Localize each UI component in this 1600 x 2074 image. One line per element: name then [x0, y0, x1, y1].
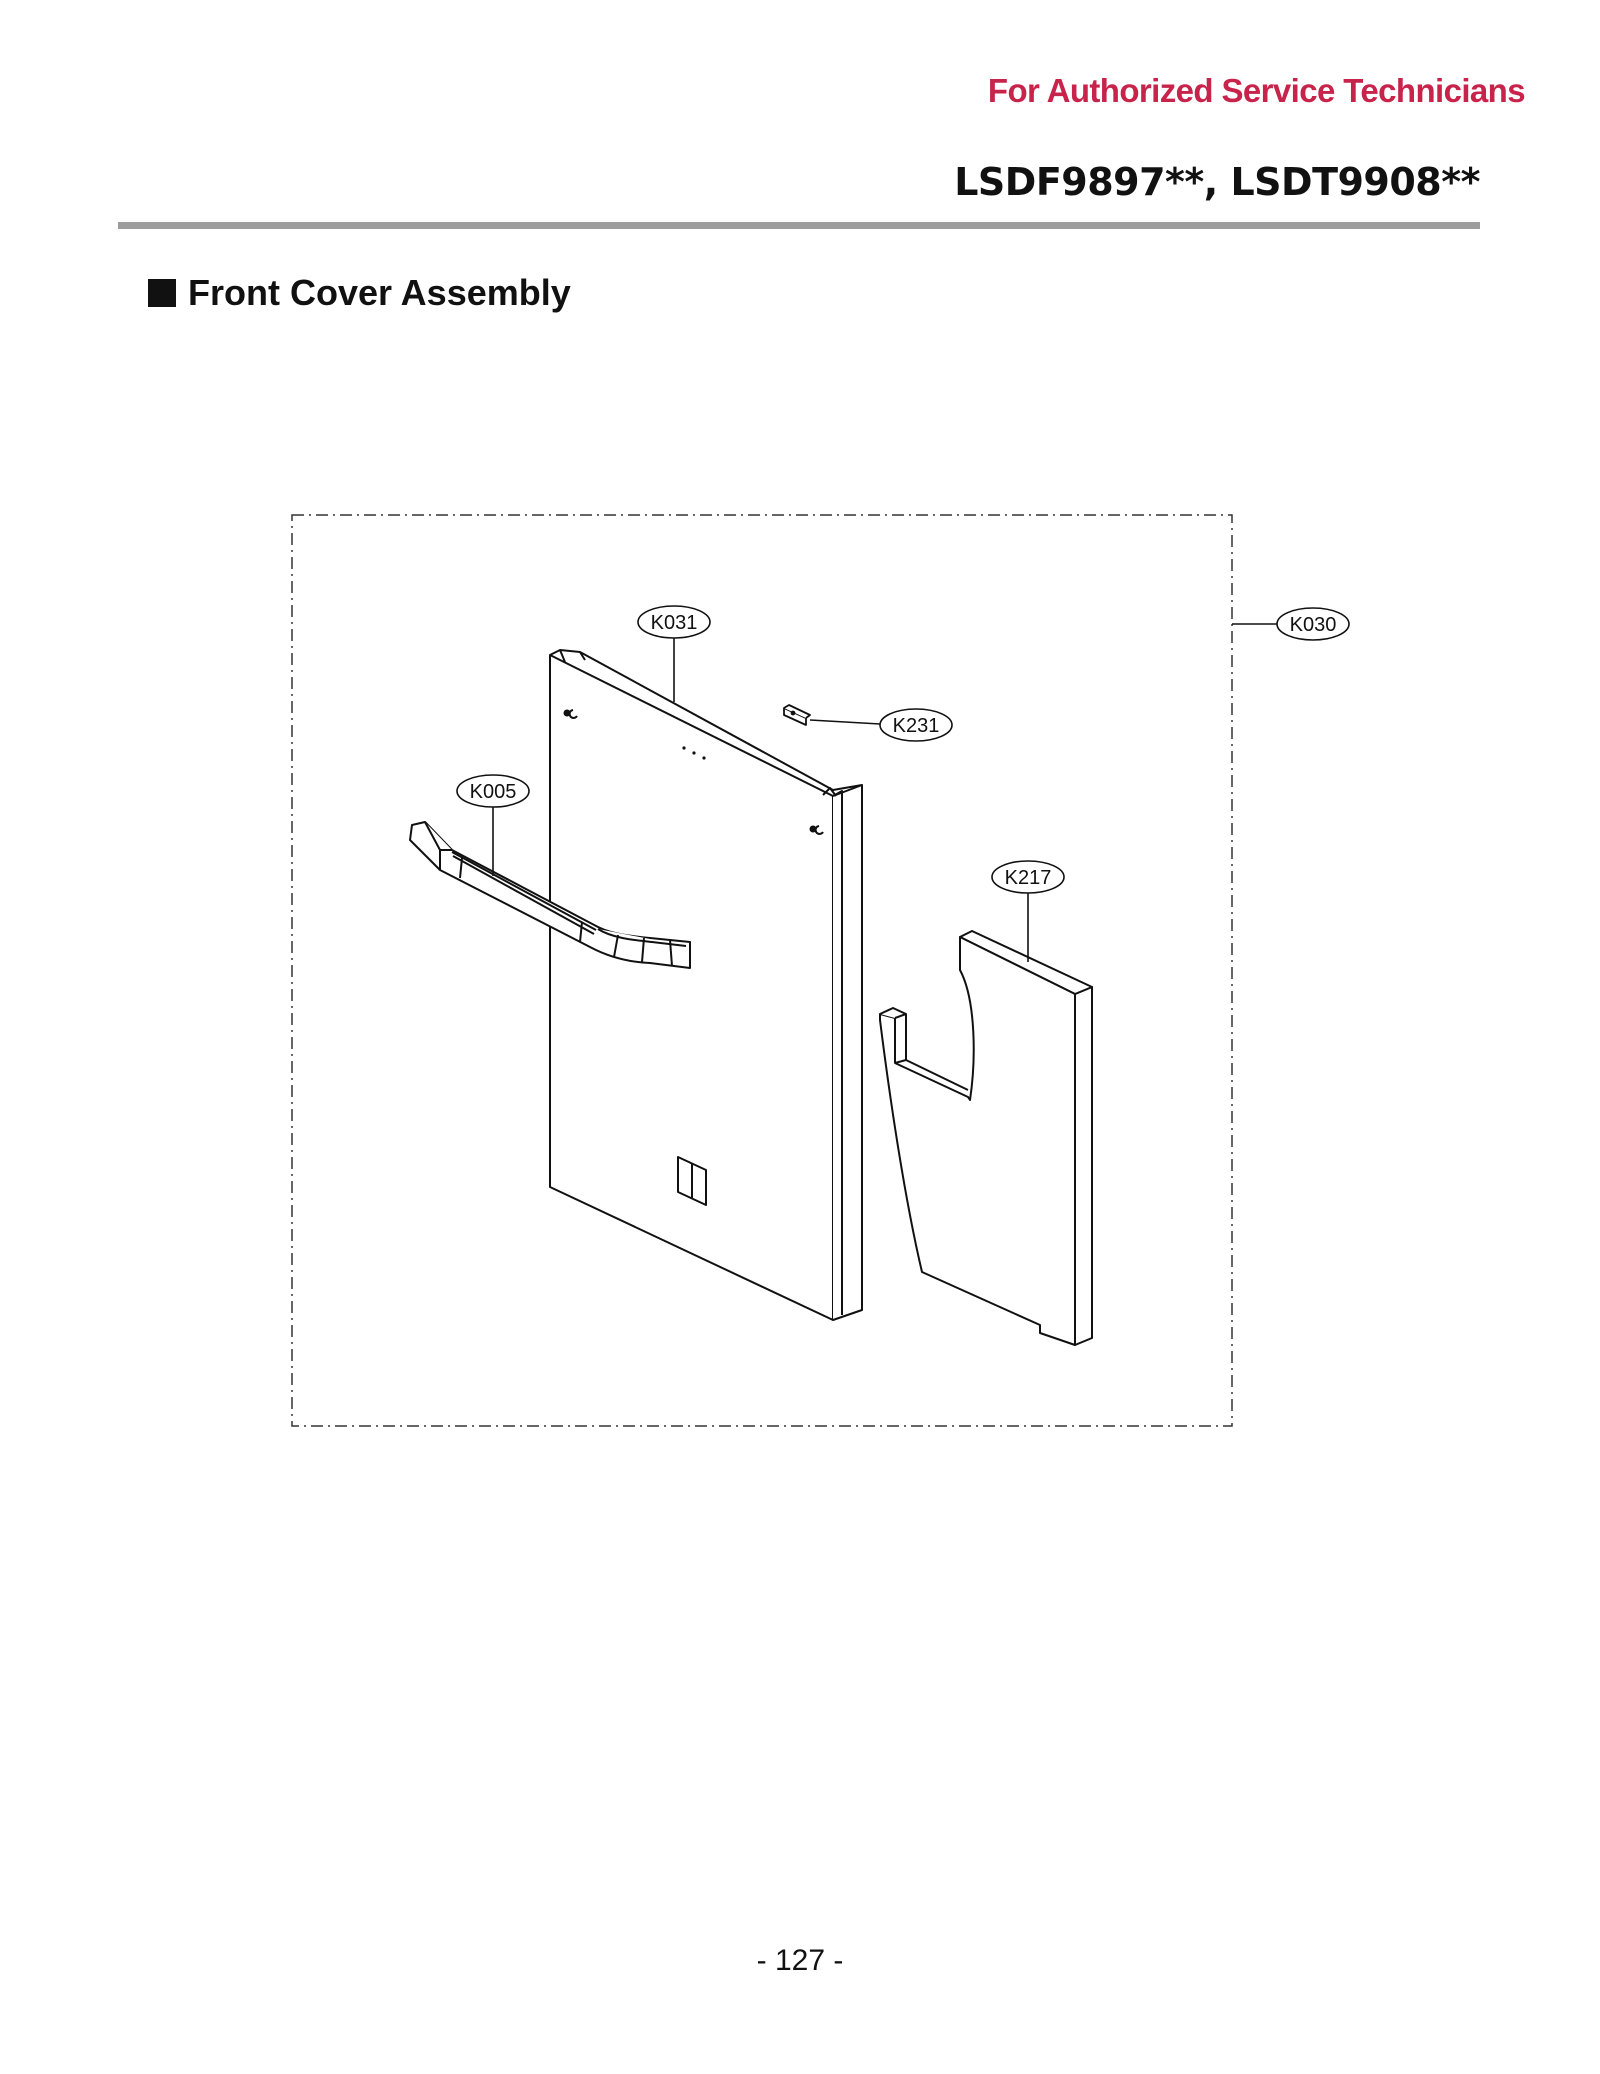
callout-k031: K031	[637, 605, 711, 639]
leader-lines	[492, 623, 1277, 962]
section-heading: Front Cover Assembly	[148, 272, 571, 314]
callout-k231: K231	[879, 708, 953, 742]
section-title: Front Cover Assembly	[188, 272, 571, 313]
svg-text:K231: K231	[893, 715, 940, 737]
square-bullet-icon	[148, 279, 176, 307]
model-numbers: LSDF9897**, LSDT9908**	[954, 160, 1480, 204]
front-panel-part	[549, 649, 863, 1321]
callout-k217: K217	[991, 860, 1065, 894]
authorized-technicians-heading: For Authorized Service Technicians	[987, 72, 1526, 109]
header-divider	[118, 222, 1480, 229]
insulation-panel-part	[879, 930, 1093, 1346]
handle-part	[409, 821, 691, 969]
page-number: - 127 -	[756, 1944, 844, 1977]
callout-k005: K005	[456, 774, 530, 808]
small-tab-part	[783, 704, 811, 726]
assembly-boundary	[291, 514, 1233, 1427]
callout-k030: K030	[1276, 607, 1350, 641]
svg-text:K030: K030	[1290, 614, 1337, 636]
svg-text:K005: K005	[470, 781, 517, 803]
svg-text:K031: K031	[651, 612, 698, 634]
svg-text:K217: K217	[1005, 867, 1052, 889]
